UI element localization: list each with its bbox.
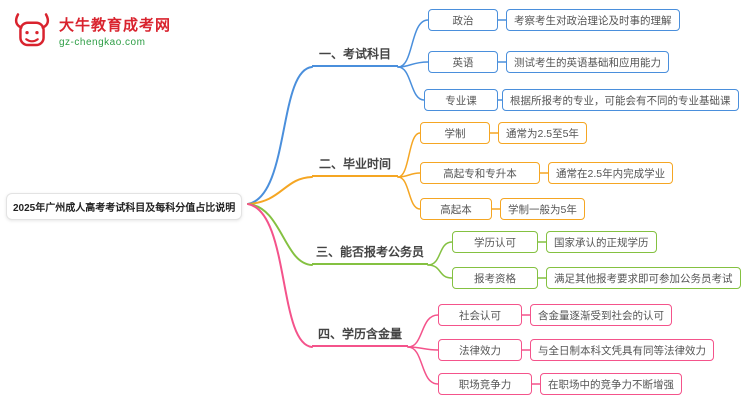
branch-1-label: 一、考试科目 [312, 46, 398, 67]
node-desc: 通常在2.5年内完成学业 [548, 162, 674, 184]
node-label: 社会认可 [438, 304, 522, 326]
node-desc: 通常为2.5至5年 [498, 122, 587, 144]
branch-3-label: 三、能否报考公务员 [312, 244, 428, 265]
node-desc: 根据所报考的专业，可能会有不同的专业基础课 [502, 89, 739, 111]
site-logo: 大牛教育成考网 gz-chengkao.com [12, 12, 171, 50]
mindmap-root-node: 2025年广州成人高考考试科目及每科分值占比说明 [6, 193, 243, 220]
node-desc: 含金量逐渐受到社会的认可 [530, 304, 672, 326]
node-desc: 国家承认的正规学历 [546, 231, 657, 253]
logo-title: 大牛教育成考网 [59, 17, 172, 34]
node-desc: 满足其他报考要求即可参加公务员考试 [546, 267, 741, 289]
node-label: 英语 [428, 51, 498, 73]
node-label: 学历认可 [452, 231, 538, 253]
branch-1-connectors [247, 19, 507, 205]
node-label: 高起本 [420, 198, 492, 220]
node-label: 专业课 [424, 89, 498, 111]
node-desc: 学制一般为5年 [500, 198, 585, 220]
node-label: 学制 [420, 122, 490, 144]
logo-url: gz-chengkao.com [59, 37, 146, 48]
node-label: 高起专和专升本 [420, 162, 540, 184]
branch-2-label: 二、毕业时间 [312, 156, 398, 177]
branch-4-connectors [247, 203, 541, 385]
node-desc: 考察考生对政治理论及时事的理解 [506, 9, 680, 31]
node-desc: 测试考生的英语基础和应用能力 [506, 51, 669, 73]
node-label: 法律效力 [438, 339, 522, 361]
node-label: 政治 [428, 9, 498, 31]
node-label: 职场竞争力 [438, 373, 532, 395]
branch-2-connectors [247, 132, 549, 210]
node-desc: 与全日制本科文凭具有同等法律效力 [530, 339, 714, 361]
logo-text-block: 大牛教育成考网 gz-chengkao.com [59, 14, 171, 48]
branch-3-connectors [247, 203, 547, 279]
node-label: 报考资格 [452, 267, 538, 289]
node-desc: 在职场中的竞争力不断增强 [540, 373, 682, 395]
bull-logo-icon [12, 12, 52, 50]
branch-4-label: 四、学历含金量 [312, 326, 408, 347]
